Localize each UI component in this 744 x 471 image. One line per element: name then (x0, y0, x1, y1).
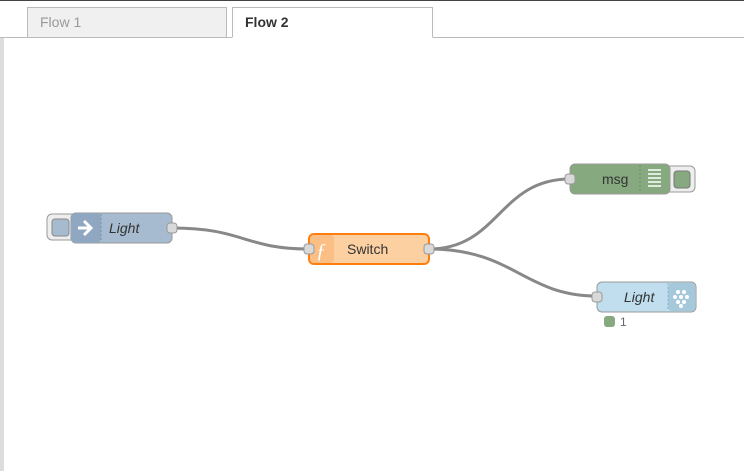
wire-light-to-switch[interactable] (171, 226, 310, 251)
switch-function-node[interactable]: ƒ Switch (303, 233, 435, 265)
flow-tab-bar: Flow 1 Flow 2 (0, 1, 744, 38)
switch-label: Switch (347, 241, 388, 257)
status-text: 1 (620, 315, 627, 329)
flow-workspace[interactable]: Light ƒ Switch msg (0, 38, 744, 471)
light-output-node[interactable]: Light 1 (591, 281, 697, 329)
input-port[interactable] (564, 173, 576, 185)
flow-canvas[interactable]: Light ƒ Switch msg (4, 38, 744, 471)
wire-switch-to-msg[interactable] (428, 177, 571, 251)
debug-toggle-square (673, 170, 691, 189)
light-input-node[interactable]: Light (46, 212, 178, 244)
light-output-label: Light (624, 289, 655, 305)
status-dot (604, 316, 615, 327)
light-input-label: Light (109, 220, 140, 236)
input-port[interactable] (303, 243, 315, 255)
tab-flow-2[interactable]: Flow 2 (232, 7, 433, 38)
input-port[interactable] (591, 291, 603, 303)
tab-flow-1[interactable]: Flow 1 (27, 7, 227, 38)
arrow-right-icon (78, 219, 94, 237)
raspberry-pi-icon (673, 290, 689, 308)
node-icon-area (310, 235, 334, 263)
output-port[interactable] (166, 222, 178, 234)
msg-label: msg (602, 171, 628, 187)
wire-switch-to-light-out[interactable] (428, 247, 598, 298)
debug-list-icon (648, 169, 661, 187)
msg-debug-node[interactable]: msg (564, 163, 696, 195)
function-icon: ƒ (316, 240, 326, 262)
inject-trigger-square (51, 218, 70, 237)
window-top-border (0, 0, 744, 1)
output-port[interactable] (423, 243, 435, 255)
